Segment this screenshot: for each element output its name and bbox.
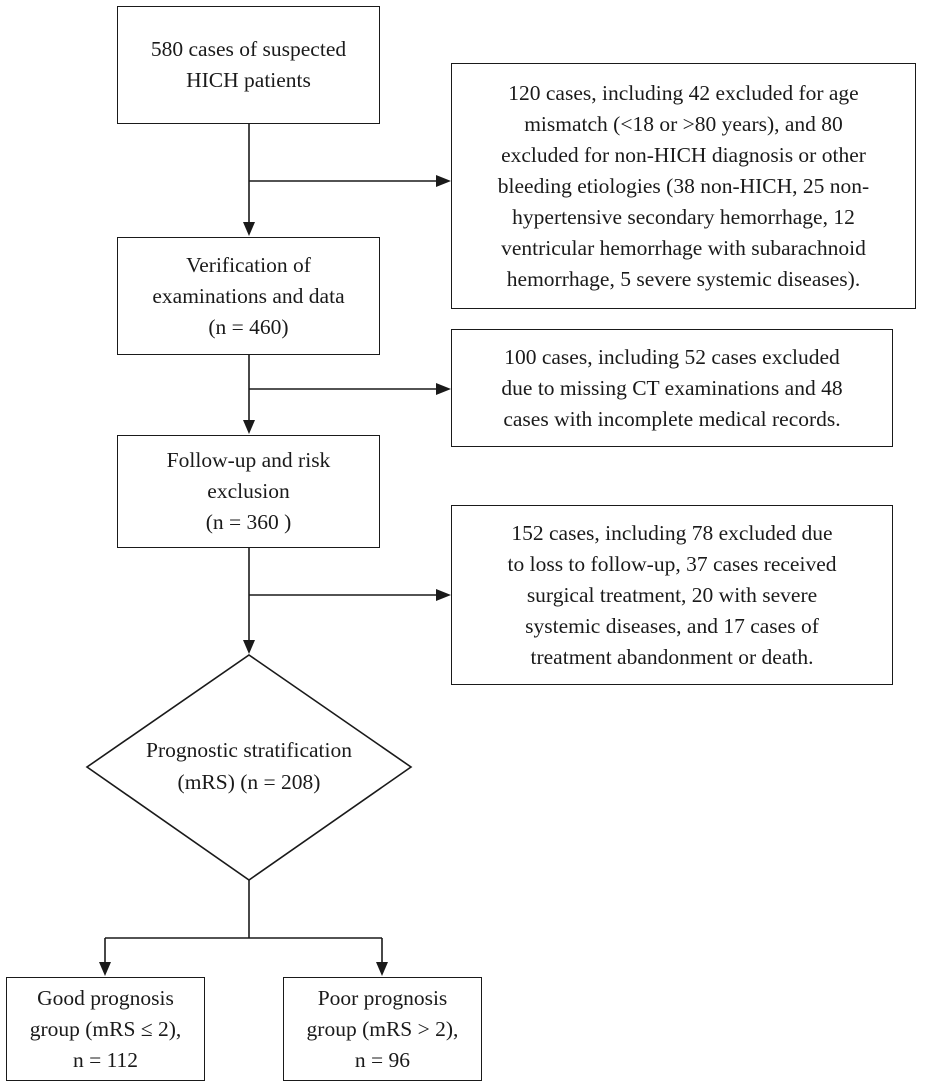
follow-up-line-3: (n = 360 ) — [205, 510, 292, 534]
stratification-line-1: Prognostic stratification — [145, 738, 352, 762]
start-box: 580 cases of suspected HICH patients — [117, 6, 380, 124]
stratification-line-2: (mRS) (n = 208) — [177, 770, 321, 794]
exclusion-box-2: 100 cases, including 52 cases excluded d… — [451, 329, 893, 447]
exclusion-box-1: 120 cases, including 42 excluded for age… — [451, 63, 916, 309]
poor-prognosis-box: Poor prognosis group (mRS > 2), n = 96 — [283, 977, 482, 1081]
exclusion-1-line-1: 120 cases, including 42 excluded for age — [508, 80, 859, 105]
exclusion-1-line-6: ventricular hemorrhage with subarachnoid — [501, 235, 866, 260]
verification-line-1: Verification of — [186, 252, 311, 277]
poor-group-line-2: group (mRS > 2), — [306, 1016, 459, 1041]
follow-up-line-2: exclusion — [207, 479, 290, 503]
verification-box: Verification of examinations and data (n… — [117, 237, 380, 355]
exclusion-3-line-1: 152 cases, including 78 excluded due — [511, 520, 833, 545]
arrowhead-to-stratification — [243, 640, 255, 654]
exclusion-1-line-3: excluded for non-HICH diagnosis or other — [501, 142, 866, 167]
arrowhead-to-follow-up — [243, 420, 255, 434]
exclusion-2-line-3: cases with incomplete medical records. — [503, 406, 841, 431]
verification-line-3: (n = 460) — [208, 314, 289, 339]
exclusion-2-line-2: due to missing CT examinations and 48 — [501, 375, 843, 400]
good-prognosis-box: Good prognosis group (mRS ≤ 2), n = 112 — [6, 977, 205, 1081]
poor-group-line-3: n = 96 — [354, 1047, 411, 1072]
exclusion-1-line-5: hypertensive secondary hemorrhage, 12 — [512, 204, 855, 229]
exclusion-box-3: 152 cases, including 78 excluded due to … — [451, 505, 893, 685]
exclusion-3-line-3: surgical treatment, 20 with severe — [526, 582, 818, 607]
follow-up-box: Follow-up and risk exclusion (n = 360 ) — [117, 435, 380, 548]
arrowhead-to-exclusion-3 — [436, 589, 451, 601]
verification-line-2: examinations and data — [152, 283, 345, 308]
start-box-line-1: 580 cases of suspected — [150, 37, 347, 61]
good-group-line-3: n = 112 — [72, 1047, 139, 1072]
arrowhead-to-good-group — [99, 962, 111, 976]
start-box-line-2: HICH patients — [186, 68, 311, 92]
exclusion-3-line-4: systemic diseases, and 17 cases of — [525, 613, 819, 638]
exclusion-2-line-1: 100 cases, including 52 cases excluded — [504, 344, 840, 369]
exclusion-1-line-2: mismatch (<18 or >80 years), and 80 — [524, 111, 843, 136]
good-group-line-1: Good prognosis — [37, 985, 174, 1010]
poor-group-line-1: Poor prognosis — [317, 985, 448, 1010]
follow-up-line-1: Follow-up and risk — [166, 448, 331, 472]
arrowhead-to-verification — [243, 222, 255, 236]
arrowhead-to-poor-group — [376, 962, 388, 976]
exclusion-3-line-5: treatment abandonment or death. — [530, 644, 814, 669]
arrowhead-to-exclusion-2 — [436, 383, 451, 395]
exclusion-3-line-2: to loss to follow-up, 37 cases received — [507, 551, 837, 576]
arrowhead-to-exclusion-1 — [436, 175, 451, 187]
stratification-diamond: Prognostic stratification (mRS) (n = 208… — [99, 728, 399, 804]
exclusion-1-line-7: hemorrhage, 5 severe systemic diseases). — [506, 266, 861, 291]
good-group-line-2: group (mRS ≤ 2), — [29, 1016, 182, 1041]
exclusion-1-line-4: bleeding etiologies (38 non-HICH, 25 non… — [497, 173, 870, 198]
